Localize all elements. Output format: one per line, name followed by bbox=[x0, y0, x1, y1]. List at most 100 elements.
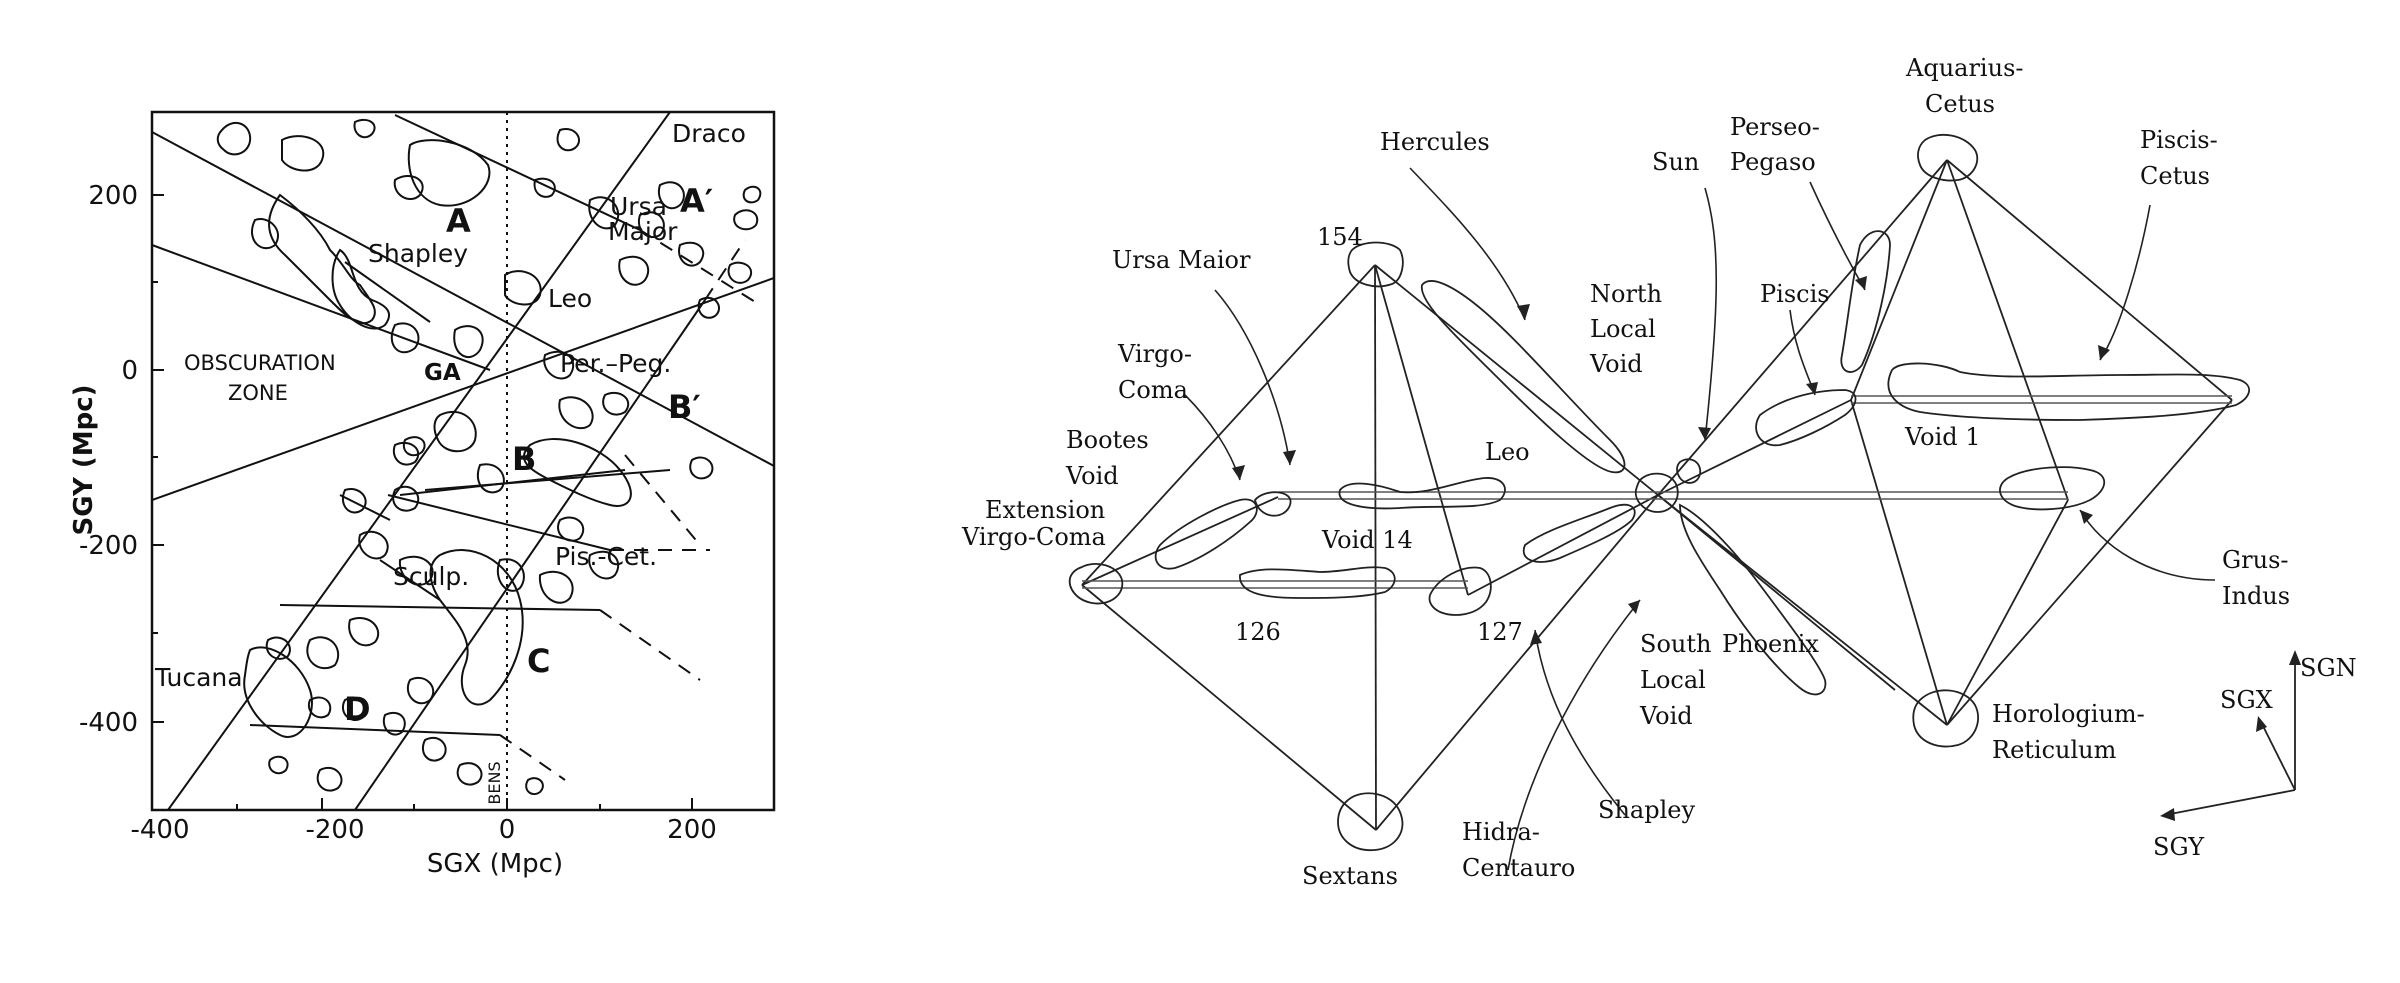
arrow-virgo-coma bbox=[1184, 394, 1241, 481]
label-piscis-cetus-2: Cetus bbox=[2140, 162, 2210, 190]
node-sextans bbox=[1337, 792, 1404, 851]
filament-leo bbox=[1338, 477, 1506, 510]
label-sgx: SGX bbox=[2220, 686, 2273, 714]
arrow-hercules bbox=[1409, 167, 1526, 321]
right-panel: Aquarius- Cetus Perseo- Pegaso Piscis- C… bbox=[961, 54, 2357, 890]
label-sun: Sun bbox=[1652, 148, 1699, 176]
label-north-local-2: Local bbox=[1590, 315, 1656, 343]
x-tick-labels: -400 -200 0 200 bbox=[130, 815, 716, 845]
network-lines bbox=[1081, 159, 2233, 831]
label-perseo-2: Pegaso bbox=[1730, 148, 1816, 176]
label-sgn: SGN bbox=[2300, 654, 2357, 682]
y-axis-label: SGY (Mpc) bbox=[69, 384, 99, 535]
label-void-14: Void 14 bbox=[1321, 526, 1413, 554]
y-tick-label: 0 bbox=[121, 356, 138, 386]
label-phoenix: Phoenix bbox=[1722, 630, 1819, 658]
filament-126 bbox=[1239, 566, 1396, 599]
node-aquarius-cetus bbox=[1917, 133, 1979, 182]
label-154: 154 bbox=[1317, 223, 1363, 251]
arrow-piscis bbox=[1789, 309, 1816, 396]
label-aquarius-2: Cetus bbox=[1925, 90, 1995, 118]
label-hidra-1: Hidra- bbox=[1462, 818, 1540, 846]
arrow-sun bbox=[1704, 187, 1718, 441]
filament-phoenix bbox=[1679, 503, 1827, 696]
left-panel: 200 0 -200 -400 -400 -200 0 200 SGX (Mpc… bbox=[69, 110, 776, 879]
label-leo: Leo bbox=[1485, 438, 1530, 466]
x-tick-label: 0 bbox=[499, 815, 516, 845]
label-b-prime: B′ bbox=[668, 388, 701, 426]
arrow-grus-indus bbox=[2079, 509, 2216, 581]
label-extension-2: Virgo-Coma bbox=[961, 523, 1106, 551]
label-north-local-1: North bbox=[1590, 280, 1662, 308]
label-grus-2: Indus bbox=[2222, 582, 2290, 610]
label-virgo-coma-1: Virgo- bbox=[1117, 340, 1192, 368]
label-bootes-1: Bootes bbox=[1066, 426, 1149, 454]
arrow-perseo-pegaso bbox=[1809, 181, 1866, 291]
label-grus-1: Grus- bbox=[2222, 546, 2289, 574]
x-tick-label: -200 bbox=[305, 815, 364, 845]
x-axis-label: SGX (Mpc) bbox=[427, 849, 563, 879]
label-127: 127 bbox=[1477, 618, 1523, 646]
label-pis-cet: Pis.-Cet. bbox=[555, 542, 657, 571]
label-extension-1: Extension bbox=[985, 496, 1105, 524]
node-horologium bbox=[1912, 689, 1980, 748]
label-south-local-2: Local bbox=[1640, 666, 1706, 694]
label-perseo-1: Perseo- bbox=[1730, 113, 1820, 141]
label-obscuration: OBSCURATION bbox=[184, 351, 336, 375]
right-labels: Aquarius- Cetus Perseo- Pegaso Piscis- C… bbox=[961, 54, 2357, 890]
label-shapley: Shapley bbox=[368, 239, 468, 268]
label-leo: Leo bbox=[548, 284, 592, 313]
node-sun bbox=[1634, 472, 1679, 513]
label-horologium-1: Horologium- bbox=[1992, 700, 2145, 728]
label-shapley: Shapley bbox=[1598, 796, 1695, 824]
axis-triad bbox=[2164, 655, 2296, 816]
label-sculp: Sculp. bbox=[393, 562, 469, 591]
left-plot-content bbox=[152, 112, 774, 810]
arrow-piscis-cetus bbox=[2099, 204, 2151, 361]
arrow-shapley bbox=[1534, 629, 1626, 816]
label-a: A bbox=[446, 202, 471, 240]
filament-bootes bbox=[1154, 498, 1258, 570]
label-b: B bbox=[512, 440, 536, 478]
label-hidra-2: Centauro bbox=[1462, 854, 1575, 882]
filament-hydra-centaurus bbox=[1522, 503, 1636, 563]
contours bbox=[216, 118, 762, 796]
label-major: Major bbox=[608, 217, 678, 246]
label-north-local-3: Void bbox=[1589, 350, 1643, 378]
label-per-peg: Per.–Peg. bbox=[560, 349, 671, 378]
label-south-local-3: Void bbox=[1639, 702, 1693, 730]
strip-lines bbox=[167, 112, 746, 810]
label-a-prime: A′ bbox=[680, 182, 713, 220]
node-extension bbox=[1068, 563, 1124, 605]
horizontal-lines bbox=[1082, 395, 2232, 589]
ga-lines bbox=[152, 131, 774, 501]
axis-triad-heads bbox=[2160, 650, 2301, 821]
label-void-1: Void 1 bbox=[1904, 423, 1981, 451]
x-tick-label: -400 bbox=[130, 815, 189, 845]
label-piscis: Piscis bbox=[1760, 280, 1830, 308]
label-piscis-cetus-1: Piscis- bbox=[2140, 126, 2218, 154]
y-tick-label: -400 bbox=[79, 708, 138, 738]
label-c: C bbox=[527, 642, 550, 680]
label-tucana: Tucana bbox=[154, 663, 243, 692]
y-tick-label: -200 bbox=[79, 531, 138, 561]
x-tick-label: 200 bbox=[667, 815, 717, 845]
label-sgy: SGY bbox=[2153, 833, 2205, 861]
label-sextans: Sextans bbox=[1302, 862, 1398, 890]
label-bens: BENS bbox=[485, 761, 504, 804]
label-d: D bbox=[344, 690, 371, 728]
arrows bbox=[1184, 167, 2216, 871]
arrow-ursa-maior bbox=[1214, 289, 1291, 466]
label-south-local-1: South bbox=[1640, 630, 1711, 658]
label-ga: GA bbox=[424, 360, 461, 386]
label-horologium-2: Reticulum bbox=[1992, 736, 2117, 764]
label-126: 126 bbox=[1235, 618, 1281, 646]
filament-hercules bbox=[1421, 280, 1626, 474]
label-aquarius-1: Aquarius- bbox=[1905, 54, 2024, 82]
y-tick-label: 200 bbox=[88, 181, 138, 211]
label-ursa: Ursa bbox=[610, 192, 667, 221]
label-draco: Draco bbox=[672, 119, 746, 148]
node-grus-indus bbox=[1999, 466, 2106, 511]
node-piscis bbox=[1755, 389, 1857, 447]
